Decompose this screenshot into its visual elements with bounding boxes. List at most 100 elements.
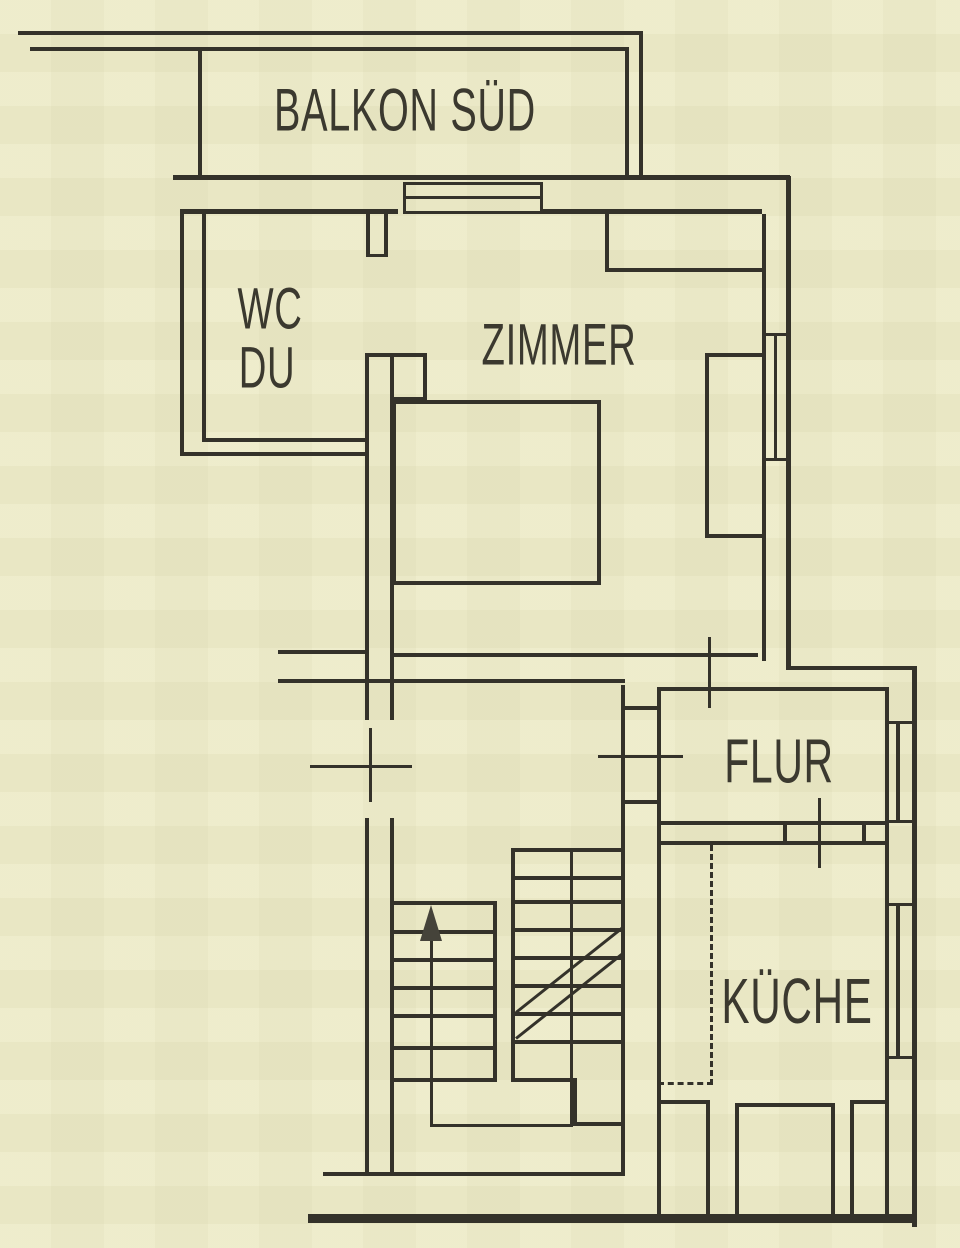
stairwell-east-wall <box>621 685 625 1176</box>
flur-bottom-wall-outer <box>657 841 889 845</box>
landing-door-cross-v <box>369 728 372 802</box>
kueche-label: KÜCHE <box>721 965 873 1037</box>
east-outer-wall <box>912 666 917 1227</box>
stair-step <box>390 1014 494 1018</box>
chimney-bottom-edge <box>392 397 427 401</box>
balcony-top-inner-wall <box>30 47 627 51</box>
zimmer-east-inner-wall <box>762 214 766 661</box>
landing-door-jamb-right <box>390 683 394 720</box>
stair-left-flight-bottom <box>390 1078 497 1082</box>
wardrobe-left-edge <box>705 353 709 538</box>
fixture-mid-top <box>735 1103 835 1107</box>
east-inner-wall <box>885 687 889 1214</box>
wall-stub-bottom <box>366 254 388 257</box>
wc-label: WC <box>237 276 303 342</box>
kitchen-door-jamb-left <box>783 821 787 845</box>
stair-right-flight-top <box>511 848 625 852</box>
stair-landing-edge-h <box>573 1122 625 1126</box>
stair-step <box>511 928 623 932</box>
stair-right-flight-bottom <box>511 1078 577 1082</box>
balcony-right-inner-wall <box>625 47 629 177</box>
stair-left-flight-top <box>390 901 497 905</box>
west-wall-inner <box>202 211 206 442</box>
zimmer-window-bottom-marker <box>762 458 791 461</box>
balcony-door-mid <box>403 196 543 199</box>
balcony-left-wall <box>198 47 202 179</box>
zimmer-window-pane <box>774 333 777 461</box>
wc-bottom-outer-wall <box>180 452 367 456</box>
north-wall-inner-east <box>543 209 762 214</box>
stair-step <box>511 876 623 880</box>
stair-walkline-down <box>570 851 573 1127</box>
flur-window-top-marker <box>885 721 915 724</box>
stair-landing-edge-v <box>573 1078 577 1126</box>
zimmer-east-outer-wall <box>786 176 791 670</box>
landing-door-jamb-left <box>365 683 369 720</box>
balcony-door-left-jamb <box>403 182 406 214</box>
corridor-wall-west-line <box>365 353 369 685</box>
stair-step <box>390 1046 494 1050</box>
wardrobe-top-edge <box>705 353 764 357</box>
balcony-right-outer-wall <box>639 31 643 177</box>
fixture-left-top <box>657 1100 710 1104</box>
west-wall-outer <box>180 211 184 456</box>
stair-step <box>511 1040 623 1044</box>
north-wall-inner-west <box>180 209 398 214</box>
wall-stub-right <box>384 214 388 257</box>
landing-north-wall-bottom <box>278 679 625 683</box>
wall-stub-left <box>366 214 370 257</box>
pantry-dashed-line-h <box>658 1082 713 1085</box>
stair-left-flight-right-edge <box>493 901 497 1082</box>
zimmer-flur-door-tick <box>708 637 711 708</box>
entrance-door-jamb-top <box>621 706 661 710</box>
fixture-mid-left-edge <box>735 1103 739 1214</box>
stair-walkline-base <box>430 1124 573 1127</box>
landing-north-wall-top <box>278 650 369 654</box>
wc-bottom-inner-wall <box>202 438 369 442</box>
fixture-right-edge <box>850 1100 854 1214</box>
stair-step <box>511 984 623 988</box>
balcony-label: BALKON SÜD <box>274 76 536 144</box>
stair-step <box>511 900 623 904</box>
stair-step <box>390 930 494 934</box>
flur-bottom-wall-inner <box>657 821 889 825</box>
stairwell-west-wall-outer <box>365 818 369 1174</box>
up-arrow-icon <box>420 905 442 941</box>
northeast-connector-wall <box>786 666 917 670</box>
chimney-right-edge <box>423 353 427 401</box>
pier-bottom-edge <box>605 268 764 272</box>
pantry-dashed-line-v <box>710 845 713 1085</box>
balcony-door-top <box>403 182 543 185</box>
stairwell-bottom-wall <box>323 1172 625 1176</box>
kitchen-window-bottom-marker <box>885 1056 915 1059</box>
corridor-wall-top-cap <box>365 353 427 357</box>
stairwell-west-wall-inner <box>390 818 394 1174</box>
zimmer-south-inner-wall <box>390 653 758 657</box>
stair-step <box>511 956 623 960</box>
balcony-door-bottom <box>403 211 543 214</box>
entrance-door-jamb-bottom <box>621 800 661 804</box>
kitchen-door-jamb-right <box>862 821 866 845</box>
furniture-bed <box>392 400 601 585</box>
balcony-door-right-jamb <box>540 182 543 214</box>
stair-right-flight-left-edge <box>511 848 515 1082</box>
balcony-top-outer-wall <box>18 31 641 35</box>
flur-label: FLUR <box>724 727 834 797</box>
fixture-right-top <box>850 1100 889 1104</box>
pier-left-edge <box>605 214 609 272</box>
north-wall-outer <box>173 175 790 180</box>
fixture-mid-right-edge <box>831 1103 835 1214</box>
flur-window-pane <box>896 721 900 823</box>
south-outer-wall <box>308 1214 915 1223</box>
entrance-door-tick <box>598 755 683 758</box>
stair-step <box>390 958 494 962</box>
landing-door-cross-h <box>310 765 412 768</box>
stair-walkline-up <box>430 938 433 1127</box>
stair-step <box>511 1012 623 1016</box>
fixture-left-edge <box>706 1100 710 1214</box>
kitchen-window-top-marker <box>885 903 915 906</box>
kitchen-window-pane <box>896 903 900 1059</box>
zimmer-label: ZIMMER <box>481 312 637 378</box>
kitchen-door-tick <box>818 798 821 868</box>
